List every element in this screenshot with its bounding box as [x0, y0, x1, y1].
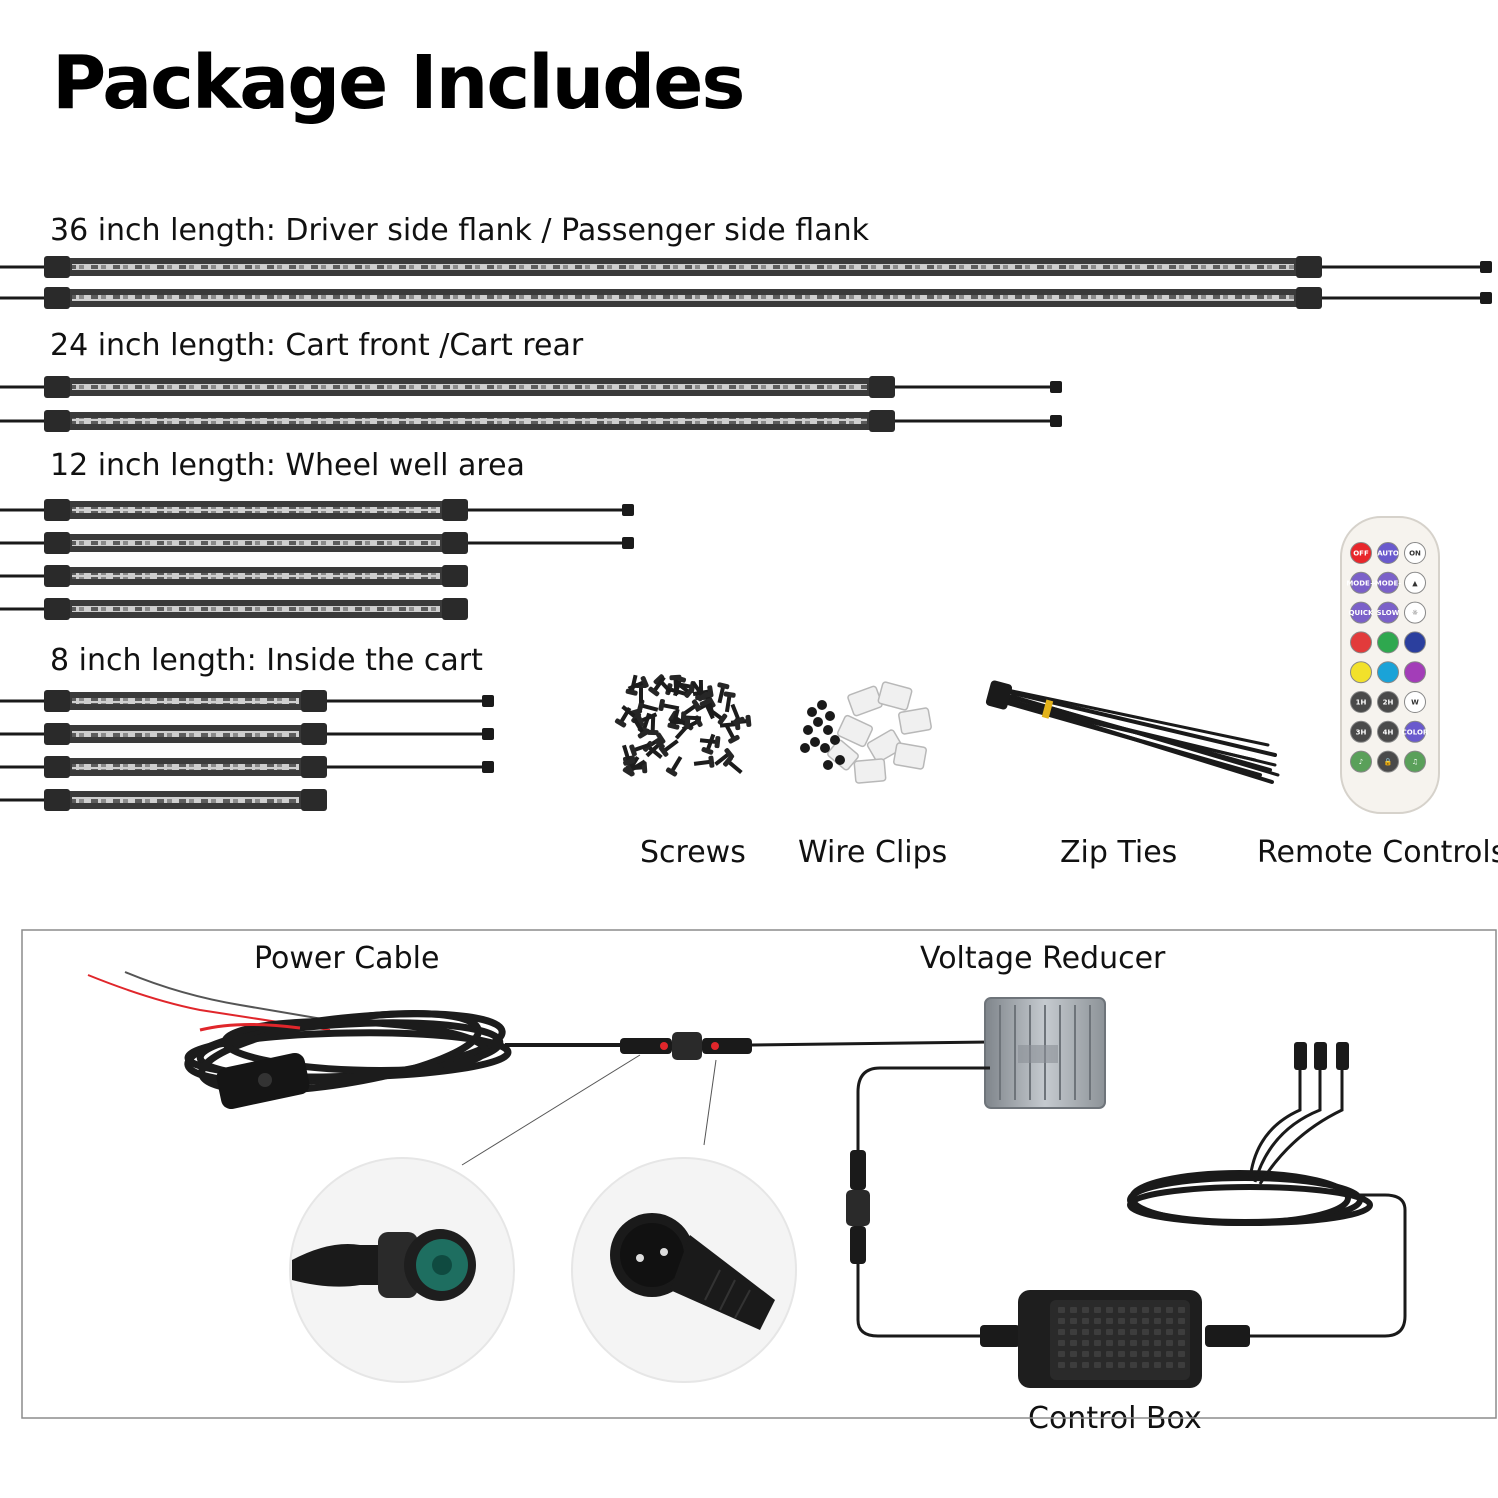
svg-text:2H: 2H: [1383, 699, 1394, 707]
svg-text:☼: ☼: [1412, 609, 1418, 617]
remote-button-1-0: MODE+: [1346, 571, 1376, 594]
voltage-reducer-icon: [984, 997, 1106, 1109]
svg-text:MODE+: MODE+: [1346, 579, 1376, 587]
wiring-frame: [21, 929, 1497, 1419]
remote-button-6-1: 4H: [1377, 720, 1399, 743]
led-strips: [0, 256, 1492, 811]
remote-button-7-1: 🔒: [1377, 750, 1399, 773]
led-strip-0-0: [0, 256, 1492, 278]
zip-ties-icon: [985, 680, 1280, 784]
led-strip-3-2: [0, 756, 494, 778]
accessory-label-wire-clips: Wire Clips: [798, 835, 948, 870]
output-cable-icon: [1127, 1060, 1373, 1226]
remote-button-2-1: SLOW: [1377, 601, 1400, 624]
led-strip-1-1: [0, 410, 1062, 432]
remote-button-4-0: [1350, 661, 1372, 684]
strip-label-24: 24 inch length: Cart front /Cart rear: [50, 328, 584, 363]
strip-label-8: 8 inch length: Inside the cart: [50, 643, 483, 678]
svg-text:COLOR: COLOR: [1402, 728, 1429, 736]
remote-button-0-0: OFF: [1350, 542, 1372, 564]
wiring-label-power-cable: Power Cable: [254, 941, 440, 976]
remote-button-4-1: [1377, 661, 1399, 684]
strip-label-36: 36 inch length: Driver side flank / Pass…: [50, 213, 869, 248]
remote-button-5-0: 1H: [1350, 691, 1372, 713]
svg-text:SLOW: SLOW: [1377, 609, 1400, 617]
remote-button-2-0: QUICK: [1349, 601, 1374, 624]
screws-icon: [614, 674, 752, 777]
remote-button-3-1: [1377, 631, 1399, 654]
remote-button-7-0: ♪: [1350, 750, 1372, 773]
remote-button-6-2: COLOR: [1402, 720, 1429, 743]
led-strip-3-3: [0, 789, 327, 811]
remote-button-1-1: MODE-: [1375, 571, 1402, 594]
svg-text:♪: ♪: [1359, 758, 1363, 766]
inline-connector-icon: [846, 1150, 870, 1264]
svg-text:1H: 1H: [1356, 699, 1367, 707]
connector-zoom-male: [571, 1059, 797, 1383]
accessory-label-zip-ties: Zip Ties: [1060, 835, 1178, 870]
remote-button-5-2: W: [1404, 691, 1426, 713]
led-strip-2-3: [0, 598, 468, 620]
accessory-label-remote-controls: Remote Controls: [1257, 835, 1498, 870]
accessory-label-screws: Screws: [640, 835, 746, 870]
led-strip-2-2: [0, 565, 468, 587]
cable-segment: [1250, 1193, 1407, 1338]
wire-clips-icon: [800, 681, 932, 784]
inline-connector-icon: [620, 1032, 752, 1060]
svg-text:♫: ♫: [1412, 758, 1418, 766]
remote-button-2-2: ☼: [1404, 601, 1426, 624]
svg-text:AUTO: AUTO: [1377, 550, 1399, 558]
remote-button-3-0: [1350, 631, 1372, 654]
remote-button-1-2: ▲: [1404, 571, 1426, 594]
led-strip-2-1: [0, 532, 634, 554]
svg-text:🔒: 🔒: [1384, 758, 1393, 766]
remote-button-0-2: ON: [1404, 542, 1426, 564]
remote-button-6-0: 3H: [1350, 720, 1372, 743]
remote-button-7-2: ♫: [1404, 750, 1426, 773]
svg-text:W: W: [1411, 699, 1419, 707]
svg-text:4H: 4H: [1383, 728, 1394, 736]
remote-button-4-2: [1404, 661, 1426, 684]
svg-text:OFF: OFF: [1353, 550, 1369, 558]
control-box-icon: [980, 1290, 1250, 1388]
output-connectors-icon: [1294, 1042, 1349, 1070]
led-strip-0-1: [0, 287, 1492, 309]
page-title: Package Includes: [52, 40, 745, 126]
led-strip-3-0: [0, 690, 494, 712]
remote-button-0-1: AUTO: [1377, 542, 1399, 564]
connector-zoom-female: [289, 1054, 641, 1383]
remote-button-5-1: 2H: [1377, 691, 1399, 713]
svg-text:MODE-: MODE-: [1375, 579, 1402, 587]
led-strip-1-0: [0, 376, 1062, 398]
led-strip-3-1: [0, 723, 494, 745]
power-cable-icon: [87, 971, 512, 1110]
wiring-label-voltage-reducer: Voltage Reducer: [920, 941, 1166, 976]
svg-text:3H: 3H: [1356, 728, 1367, 736]
remote-button-3-2: [1404, 631, 1426, 654]
cable-segment: [751, 1040, 991, 1047]
svg-text:ON: ON: [1409, 550, 1421, 558]
strip-label-12: 12 inch length: Wheel well area: [50, 448, 525, 483]
svg-text:▲: ▲: [1412, 579, 1418, 587]
svg-text:QUICK: QUICK: [1349, 609, 1374, 617]
led-strip-2-0: [0, 499, 634, 521]
